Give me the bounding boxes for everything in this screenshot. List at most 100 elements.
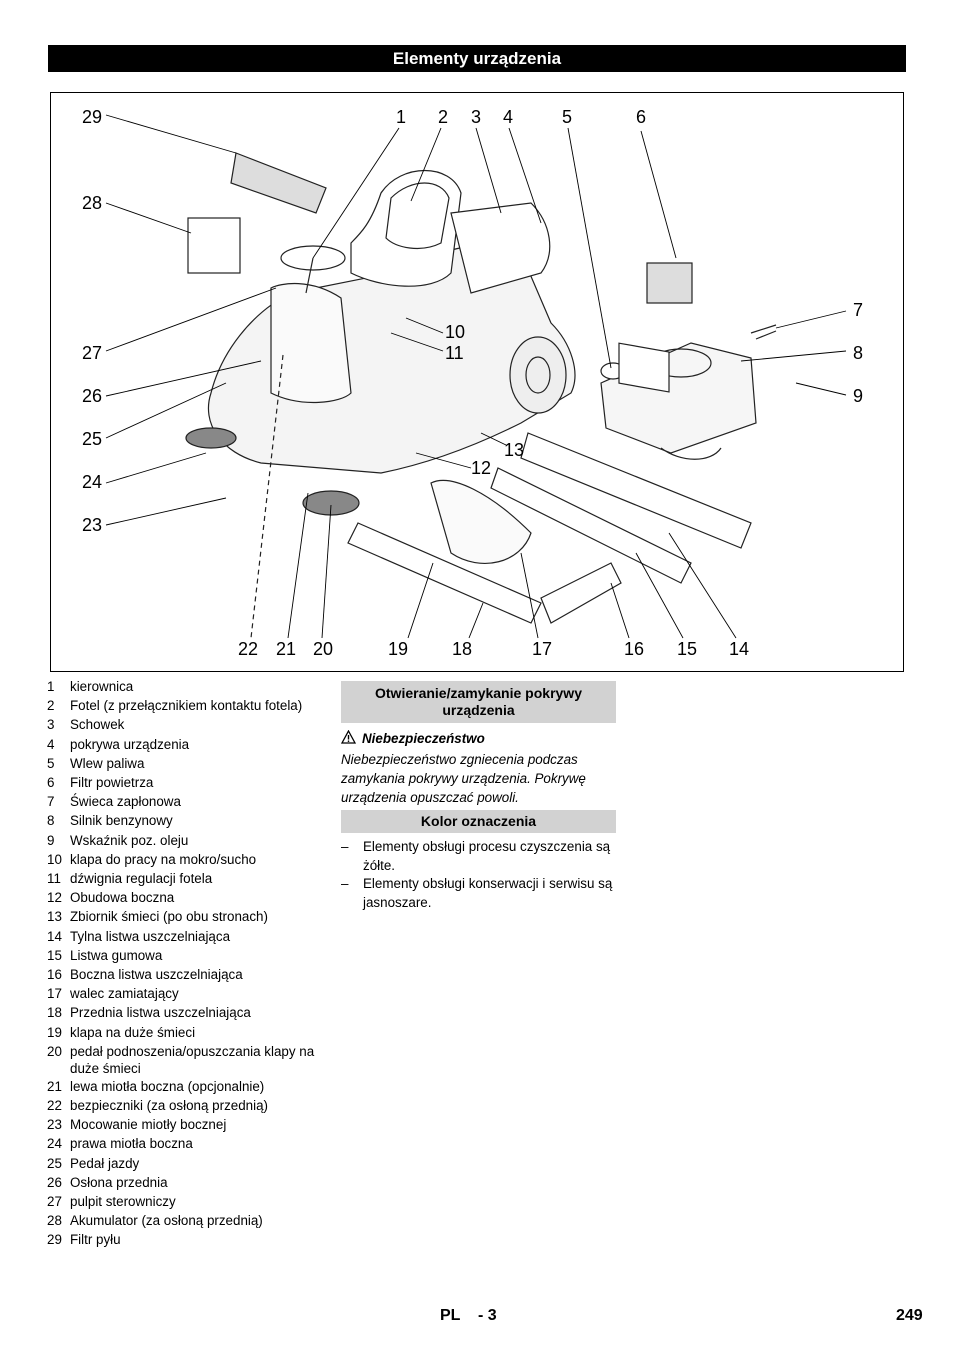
item-number: 18 xyxy=(47,1005,62,1021)
callout-10: 10 xyxy=(445,322,466,342)
item-number: 9 xyxy=(47,832,55,848)
list-item: –Elementy obsługi procesu czyszczenia są… xyxy=(341,838,621,875)
callout-1: 1 xyxy=(396,107,407,127)
callout-7: 7 xyxy=(853,300,864,320)
item-text: Obudowa boczna xyxy=(70,890,175,906)
callout-17: 17 xyxy=(532,639,553,659)
section-heading-open-close: Otwieranie/zamykanie pokrywy urządzenia xyxy=(341,681,616,723)
item-text: Przednia listwa uszczelniająca xyxy=(70,1005,251,1021)
callout-21: 21 xyxy=(276,639,297,659)
item-number: 1 xyxy=(47,679,55,694)
callout-15: 15 xyxy=(677,639,698,659)
item-text: Wskaźnik poz. oleju xyxy=(70,832,189,848)
parts-list: 1 kierownica 2 Fotel (z przełącznikiem kon… xyxy=(47,677,337,1250)
callout-16: 16 xyxy=(624,639,645,659)
item-text: Mocowanie miotły bocznej xyxy=(70,1117,227,1133)
item-number: 11 xyxy=(47,871,61,887)
page-number: 249 xyxy=(896,1307,923,1324)
callout-8: 8 xyxy=(853,343,864,363)
danger-text: Niebezpieczeństwo zgniecenia podczas zam… xyxy=(341,752,586,805)
item-text: Schowek xyxy=(70,717,125,733)
callout-4: 4 xyxy=(503,107,514,127)
list-item: 16 Boczna listwa uszczelniająca xyxy=(47,965,337,984)
list-item: 12 Obudowa boczna xyxy=(47,888,337,907)
callout-25: 25 xyxy=(82,429,103,449)
item-number: 16 xyxy=(47,967,62,983)
list-item: 1 kierownica xyxy=(47,677,337,696)
list-item: 3 Schowek xyxy=(47,715,337,734)
list-item: 25 Pedał jazdy xyxy=(47,1154,337,1173)
callout-18: 18 xyxy=(452,639,473,659)
item-number: 8 xyxy=(47,813,55,829)
item-text: Boczna listwa uszczelniająca xyxy=(70,967,243,983)
section-heading-color: Kolor oznaczenia xyxy=(341,810,616,833)
item-text: Wlew paliwa xyxy=(70,755,145,771)
item-text: Zbiornik śmieci (po obu stronach) xyxy=(70,909,268,925)
list-item: 23 Mocowanie miotły bocznej xyxy=(47,1115,337,1134)
callout-20: 20 xyxy=(313,639,334,659)
item-number: 14 xyxy=(47,928,62,944)
item-number: 24 xyxy=(47,1136,62,1152)
machine-diagram: 29 28 27 26 25 24 23 1 2 3 4 5 6 7 8 9 1… xyxy=(50,92,904,672)
item-text: pedał podnoszenia/opuszczania klapy na d… xyxy=(70,1043,315,1076)
callout-29: 29 xyxy=(82,107,103,127)
dash-marker: – xyxy=(341,876,349,891)
list-item: 29 Filtr pyłu xyxy=(47,1230,337,1249)
item-number: 3 xyxy=(47,717,55,733)
item-text: Elementy obsługi konserwacji i serwisu s… xyxy=(363,876,613,910)
item-number: 19 xyxy=(47,1024,62,1040)
item-text: Filtr pyłu xyxy=(70,1232,121,1248)
item-number: 2 xyxy=(47,698,55,714)
section-title: Elementy urządzenia xyxy=(48,45,906,72)
list-item: 18 Przednia listwa uszczelniająca xyxy=(47,1003,337,1022)
item-number: 29 xyxy=(47,1232,62,1248)
list-item: 8 Silnik benzynowy xyxy=(47,811,337,830)
item-text: Osłona przednia xyxy=(70,1174,168,1190)
item-text: Fotel (z przełącznikiem kontaktu fotela) xyxy=(70,698,303,714)
item-number: 26 xyxy=(47,1174,62,1190)
footer-language: PL xyxy=(440,1307,461,1324)
item-number: 7 xyxy=(47,794,55,810)
list-item: 5 Wlew paliwa xyxy=(47,754,337,773)
item-number: 5 xyxy=(47,755,55,771)
item-number: 13 xyxy=(47,909,62,925)
danger-label: Niebezpieczeństwo xyxy=(362,731,485,746)
item-text: Pedał jazdy xyxy=(70,1155,140,1171)
list-item: 26 Osłona przednia xyxy=(47,1173,337,1192)
list-item: 13 Zbiornik śmieci (po obu stronach) xyxy=(47,907,337,926)
item-number: 6 xyxy=(47,775,55,791)
item-text: Elementy obsługi procesu czyszczenia są … xyxy=(363,839,611,873)
item-text: pokrywa urządzenia xyxy=(70,736,190,752)
dash-marker: – xyxy=(341,839,349,854)
item-text: Filtr powietrza xyxy=(70,775,154,791)
danger-notice: Niebezpieczeństwo Niebezpieczeństwo zgni… xyxy=(340,729,626,807)
item-text: Silnik benzynowy xyxy=(70,813,173,829)
item-text: Akumulator (za osłoną przednią) xyxy=(70,1213,263,1229)
callout-9: 9 xyxy=(853,386,864,406)
list-item: 28 Akumulator (za osłoną przednią) xyxy=(47,1211,337,1230)
item-text: prawa miotła boczna xyxy=(70,1136,193,1152)
callout-24: 24 xyxy=(82,472,103,492)
item-number: 23 xyxy=(47,1117,62,1133)
item-text: Świeca zapłonowa xyxy=(70,794,181,810)
machine-illustration xyxy=(105,114,847,639)
item-number: 28 xyxy=(47,1213,62,1229)
item-number: 4 xyxy=(47,736,55,752)
item-text: kierownica xyxy=(70,679,134,694)
callout-14: 14 xyxy=(729,639,750,659)
color-list: –Elementy obsługi procesu czyszczenia są… xyxy=(341,838,621,912)
callout-28: 28 xyxy=(82,193,103,213)
item-text: Tylna listwa uszczelniająca xyxy=(70,928,231,944)
item-number: 10 xyxy=(47,851,62,867)
item-text: klapa na duże śmieci xyxy=(70,1024,196,1040)
list-item: 24 prawa miotła boczna xyxy=(47,1134,337,1153)
item-number: 25 xyxy=(47,1155,62,1171)
item-number: 12 xyxy=(47,890,62,906)
list-item: 19 klapa na duże śmieci xyxy=(47,1023,337,1042)
warning-triangle-icon xyxy=(340,729,357,747)
